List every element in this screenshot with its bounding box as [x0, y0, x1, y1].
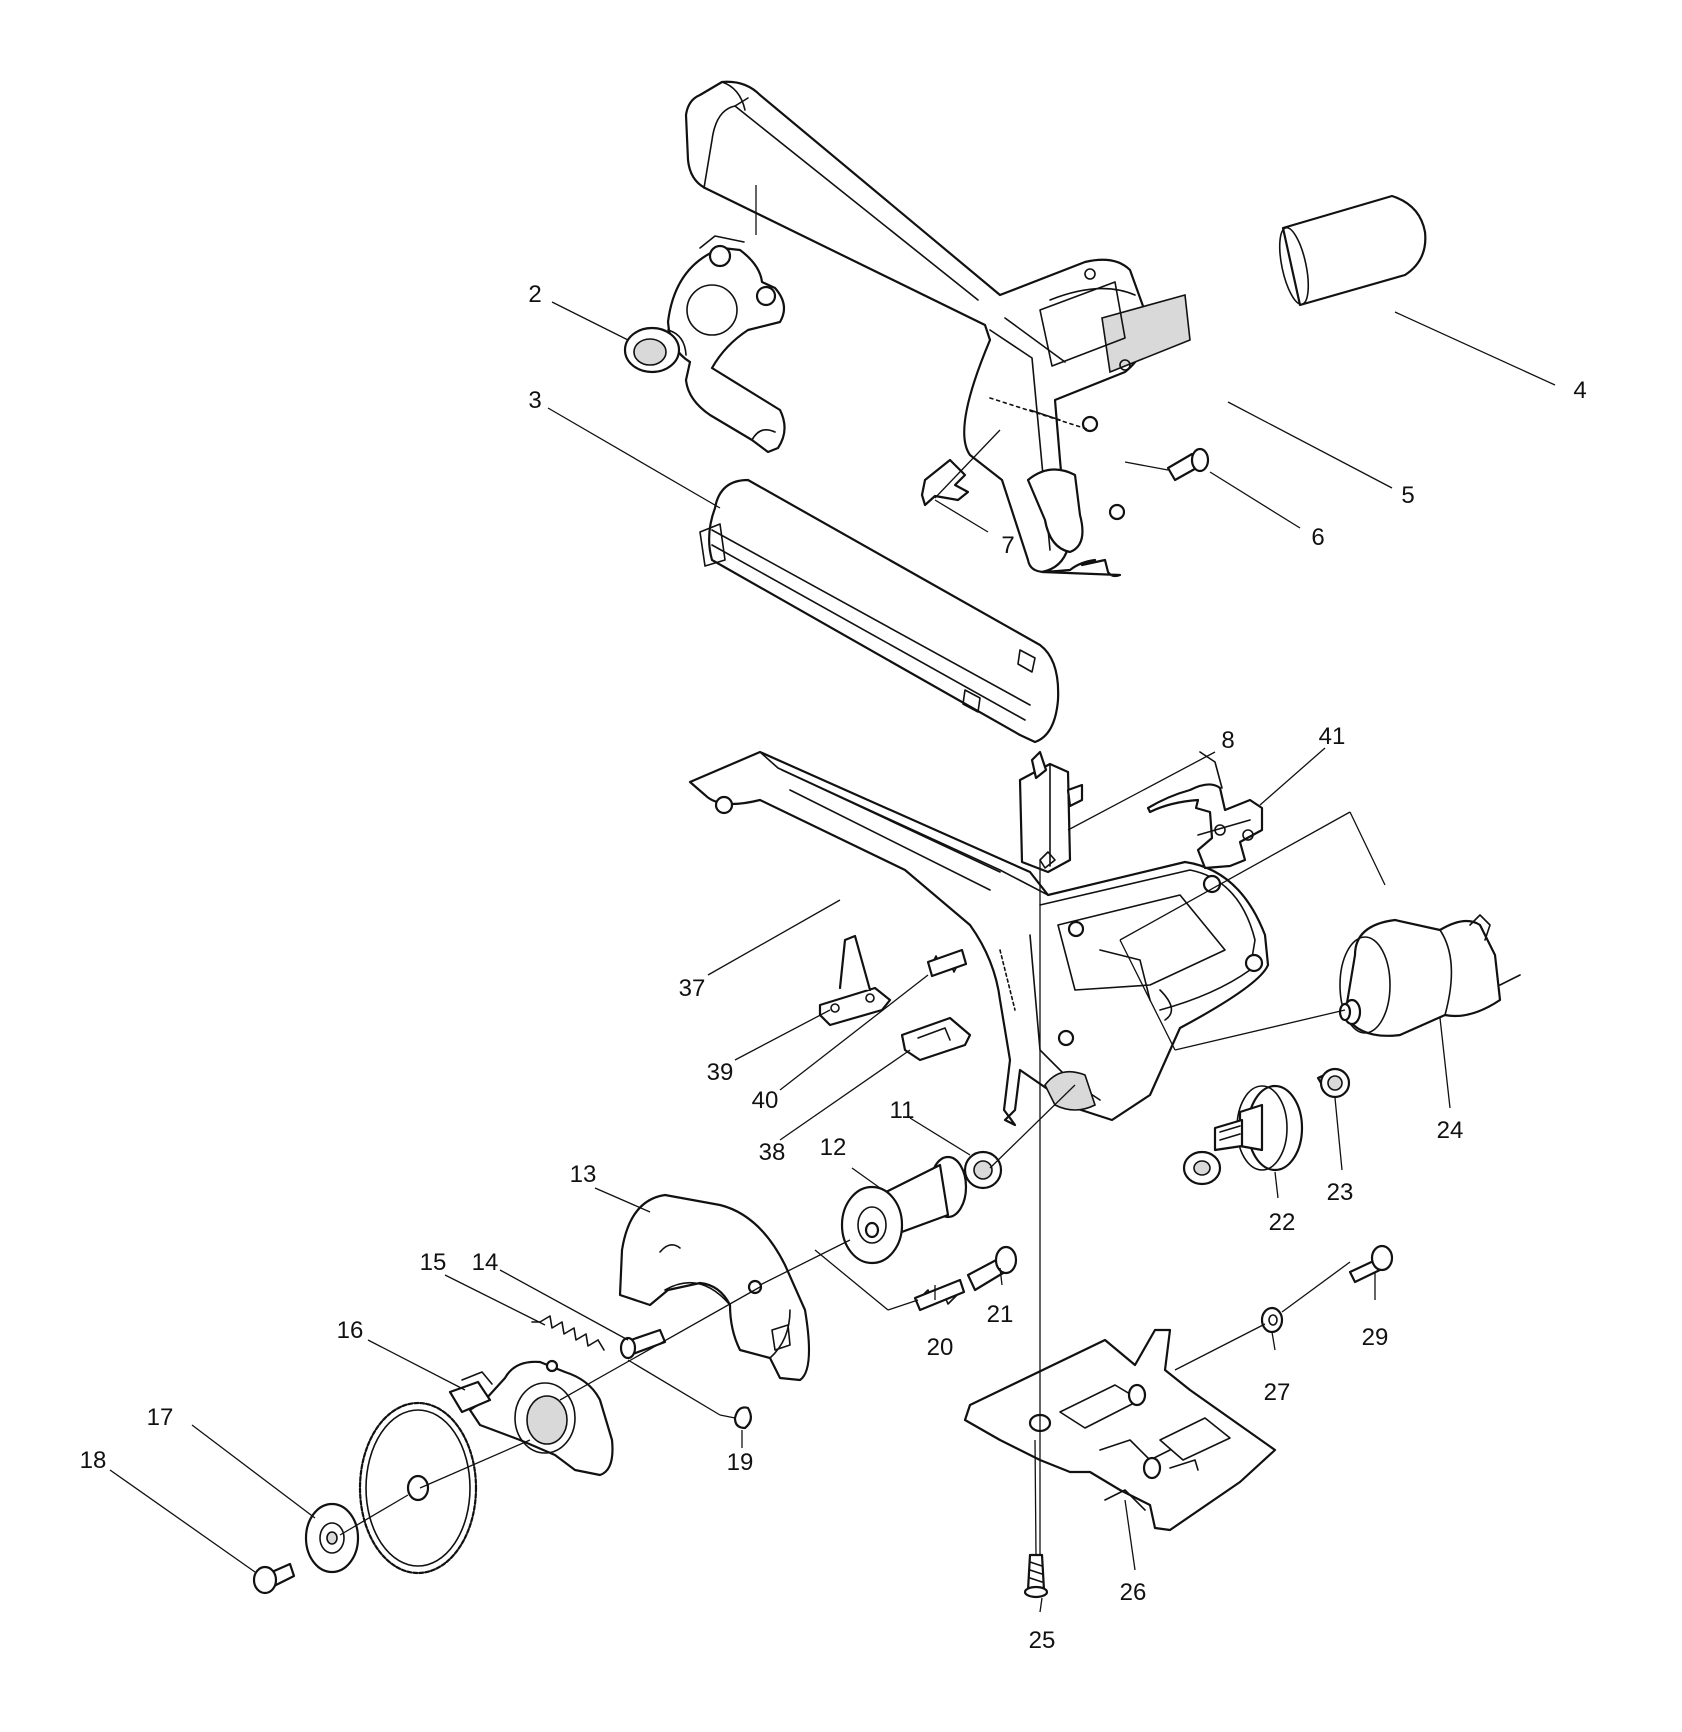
callout-15: 15	[420, 1249, 447, 1276]
callout-16: 16	[337, 1317, 364, 1344]
callout-8: 8	[1221, 727, 1234, 754]
part-2-pivot-bracket	[623, 235, 786, 454]
callout-40: 40	[752, 1087, 779, 1114]
part-17-flange	[304, 1502, 360, 1574]
part-13-blade-guard	[618, 1193, 811, 1382]
saw-blade	[358, 1401, 478, 1575]
callout-5: 5	[1401, 482, 1414, 509]
callout-26: 26	[1120, 1579, 1147, 1606]
part-40-spring	[926, 948, 968, 978]
callout-23: 23	[1327, 1179, 1354, 1206]
callout-labels: 2 3 4 5 6 7 8 41 37 39 40 38 11 12 13 14…	[80, 281, 1587, 1654]
part-26-base-plate	[963, 1328, 1277, 1532]
callout-25: 25	[1029, 1627, 1056, 1654]
callout-14: 14	[472, 1249, 499, 1276]
callout-6: 6	[1311, 524, 1324, 551]
callout-4: 4	[1573, 377, 1586, 404]
callout-17: 17	[147, 1404, 174, 1431]
part-14-screw	[619, 1328, 667, 1360]
callout-2: 2	[528, 281, 541, 308]
part-22-gear	[1213, 1084, 1304, 1172]
callout-3: 3	[528, 387, 541, 414]
callout-18: 18	[80, 1447, 107, 1474]
callout-22: 22	[1269, 1209, 1296, 1236]
callout-39: 39	[707, 1059, 734, 1086]
callout-7: 7	[1001, 532, 1014, 559]
callout-11: 11	[890, 1097, 915, 1124]
callout-38: 38	[759, 1139, 786, 1166]
callout-21: 21	[987, 1301, 1014, 1328]
part-38-slider	[900, 1016, 972, 1062]
part-39-lever	[818, 934, 892, 1027]
part-4-grip	[1278, 194, 1427, 307]
part-19-ring	[733, 1406, 752, 1430]
part-16-guard-plate	[448, 1359, 614, 1477]
callout-24: 24	[1437, 1117, 1464, 1144]
callout-19: 19	[727, 1449, 754, 1476]
part-7-clip	[920, 458, 970, 507]
leader-lines	[109, 185, 1556, 1613]
callout-41: 41	[1319, 723, 1346, 750]
callout-20: 20	[927, 1334, 954, 1361]
part-3-cover	[699, 478, 1060, 744]
part-22-bearing	[1182, 1150, 1222, 1186]
part-25-screw	[1023, 1553, 1049, 1599]
callout-29: 29	[1362, 1324, 1389, 1351]
part-11-bearing	[963, 1150, 1003, 1190]
part-18-bolt	[252, 1562, 296, 1595]
part-12-spindle-gear	[840, 1155, 968, 1265]
part-5-upper-arm	[684, 80, 1191, 578]
callout-13: 13	[570, 1161, 597, 1188]
callout-12: 12	[820, 1134, 847, 1161]
part-27-washer	[1260, 1306, 1284, 1334]
part-6-screw	[1166, 447, 1210, 482]
part-21-bolt	[966, 1245, 1018, 1292]
callout-27: 27	[1264, 1379, 1291, 1406]
callout-37: 37	[679, 975, 706, 1002]
part-37-gear-housing	[688, 750, 1270, 1127]
part-29-bolt	[1348, 1244, 1394, 1284]
part-20-spring	[913, 1278, 966, 1312]
part-41-brush-holder	[1146, 751, 1264, 870]
part-8-switch	[1018, 750, 1084, 874]
part-23-bearing	[1316, 1067, 1351, 1099]
part-24-motor	[1338, 914, 1521, 1037]
